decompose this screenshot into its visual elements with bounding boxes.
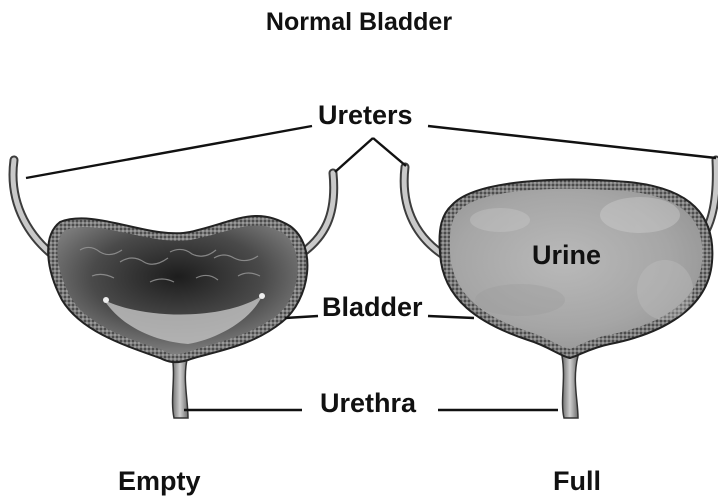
bladder-label: Bladder <box>322 292 423 323</box>
diagram-title: Normal Bladder <box>0 8 718 37</box>
empty-urethra <box>172 355 188 418</box>
full-urethra <box>562 356 578 418</box>
urine-label: Urine <box>532 240 601 271</box>
ureters-label: Ureters <box>318 100 413 131</box>
empty-bladder <box>13 160 334 418</box>
urethra-label: Urethra <box>320 388 416 419</box>
full-bladder <box>404 160 716 418</box>
full-caption: Full <box>553 466 601 497</box>
empty-caption: Empty <box>118 466 201 497</box>
